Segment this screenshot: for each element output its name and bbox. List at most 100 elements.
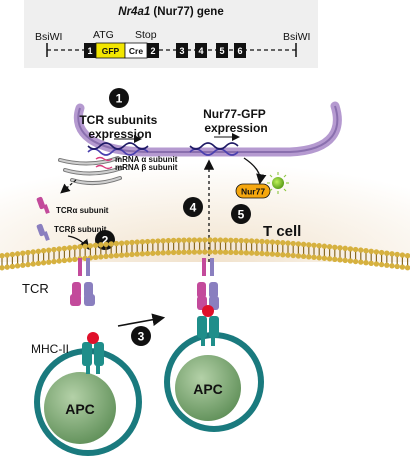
lipid-head <box>196 237 203 243</box>
lipid-head <box>0 253 5 259</box>
lipid-head <box>290 252 296 259</box>
tcr-complex-left <box>70 258 95 306</box>
bsiwi-left-label: BsiWI <box>35 31 62 43</box>
lipid-head <box>150 250 156 256</box>
lipid-head <box>181 237 187 243</box>
lipid-head <box>14 251 21 257</box>
step-5-label: 5 <box>238 208 245 222</box>
nur77-expression-line2: expression <box>204 121 267 135</box>
lipid-head <box>176 237 182 244</box>
lipid-head <box>300 241 307 248</box>
bsiwi-right-label: BsiWI <box>283 31 310 43</box>
mhc-ii-right <box>197 296 219 346</box>
dna-helix-left <box>87 135 149 156</box>
lipid-head <box>264 251 270 257</box>
lipid-head <box>280 240 286 246</box>
lipid-head <box>285 240 291 246</box>
lipid-head <box>217 237 224 243</box>
lipid-head <box>30 249 36 255</box>
step-4-badge <box>183 197 203 217</box>
lipid-head <box>269 251 276 257</box>
lipid-head <box>124 240 130 246</box>
lipid-head <box>358 259 364 265</box>
exon-2-label: 2 <box>150 46 155 56</box>
step-5-badge <box>231 204 251 224</box>
lipid-head <box>139 251 146 257</box>
gene-panel: Nr4a1 (Nur77) gene BsiWI BsiWI ATG Stop … <box>24 0 318 68</box>
lipid-head <box>311 254 317 260</box>
lipid-head <box>92 242 99 248</box>
mhc-ii-left <box>82 332 104 374</box>
lipid-head <box>248 250 255 256</box>
lipid-head <box>196 249 203 255</box>
lipid-head <box>51 246 57 253</box>
lipid-head <box>72 244 78 251</box>
nur77-translation-arrow <box>243 157 267 185</box>
lipid-head <box>259 250 265 257</box>
step-3-badge <box>131 326 151 346</box>
exon-6-label: 6 <box>237 46 242 56</box>
lipid-head <box>342 257 348 264</box>
lipid-head <box>394 263 400 270</box>
lipid-head <box>20 262 26 268</box>
lipid-head <box>259 238 265 245</box>
mrna-alpha-label: mRNA α subunit <box>115 155 178 164</box>
lipid-head <box>217 249 224 255</box>
golgi-stack-inner <box>59 157 123 184</box>
lipid-head <box>40 260 47 266</box>
lipid-head <box>269 239 276 245</box>
nur77-expression-label: Nur77-GFP expression <box>203 107 269 135</box>
mrna-beta-squiggle <box>95 164 113 170</box>
lipid-head <box>316 255 322 261</box>
tcr-alpha-subunit <box>36 196 50 214</box>
gene-title: Nr4a1 (Nur77) gene <box>118 6 223 18</box>
lipid-head <box>207 237 213 243</box>
lipid-head <box>404 253 410 259</box>
lipid-head <box>46 247 52 253</box>
lipid-head <box>238 237 244 244</box>
lipid-head <box>155 238 161 244</box>
lipid-head <box>35 248 42 255</box>
lipid-head <box>280 252 286 258</box>
lipid-head <box>212 237 218 243</box>
lipid-head <box>191 237 198 243</box>
exon-5 <box>216 43 228 58</box>
lipid-head <box>326 256 333 262</box>
lipid-head <box>30 261 36 267</box>
lipid-head <box>363 260 369 266</box>
lipid-head <box>378 249 385 256</box>
lipid-head <box>352 258 359 265</box>
lipid-head <box>311 242 317 248</box>
lipid-head <box>228 237 234 244</box>
lipid-head <box>118 252 125 258</box>
lipid-head <box>295 241 302 247</box>
binding-arrow <box>117 313 166 327</box>
tcr-label: TCR <box>22 281 49 296</box>
lipid-head <box>368 248 374 255</box>
lipid-head <box>160 238 166 244</box>
lipid-head <box>0 265 5 271</box>
lipid-head <box>108 241 114 247</box>
lipid-head <box>66 245 73 251</box>
lipid-head <box>14 263 21 269</box>
lipid-head <box>103 241 109 248</box>
lipid-head <box>404 265 410 271</box>
lipid-head <box>212 249 218 255</box>
lipid-head <box>378 261 385 268</box>
lipid-head <box>321 243 328 249</box>
tcr-complex-right <box>197 258 218 298</box>
lipid-head <box>191 249 198 255</box>
lipid-head <box>150 238 156 244</box>
lipid-head <box>98 242 104 248</box>
atg-label: ATG <box>93 29 114 41</box>
apc-right: APC <box>164 332 264 432</box>
lipid-head <box>389 251 395 257</box>
t-cell-label: T cell <box>263 223 301 240</box>
lipid-head <box>9 251 16 258</box>
lipid-head <box>394 251 400 258</box>
lipid-head <box>207 249 213 255</box>
lipid-head <box>373 261 380 267</box>
exon-1 <box>84 43 96 58</box>
